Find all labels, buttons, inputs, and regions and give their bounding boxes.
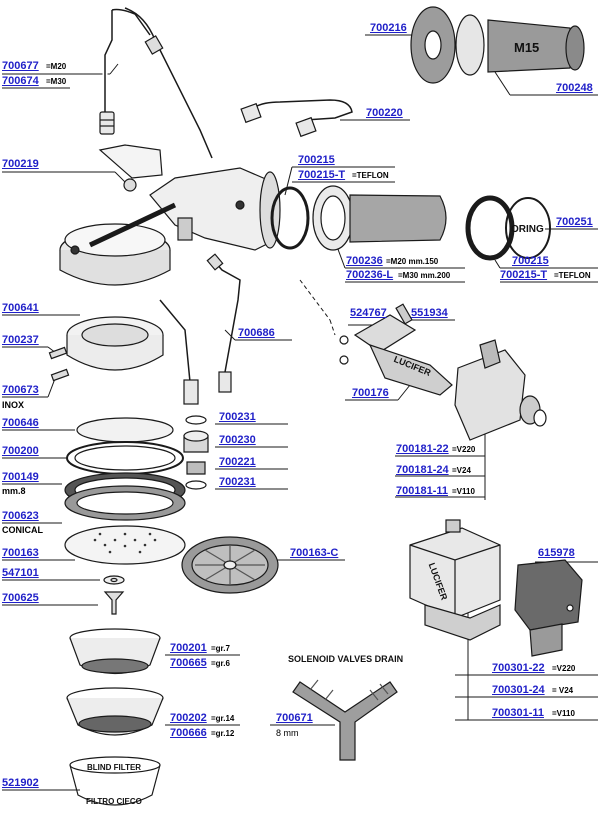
part-label[interactable]: 700215: [298, 154, 335, 166]
part-note: =V110: [452, 487, 475, 496]
part-note: =gr.14: [211, 714, 235, 723]
drain-title: SOLENOID VALVES DRAIN: [288, 654, 403, 664]
part-note: 8 mm: [276, 728, 299, 738]
part-label[interactable]: 700236-L: [346, 269, 394, 281]
part-note: =TEFLON: [554, 271, 591, 280]
part-note: =gr.6: [211, 659, 230, 668]
part-label[interactable]: 700163-C: [290, 547, 339, 559]
part-label[interactable]: 700623: [2, 510, 39, 522]
part-label[interactable]: 700666: [170, 727, 207, 739]
steam-pipe-drawing: [99, 7, 213, 159]
part-label[interactable]: 551934: [411, 307, 448, 319]
part-label[interactable]: 700646: [2, 417, 39, 429]
part-label[interactable]: 700251: [556, 216, 593, 228]
part-note: mm.8: [2, 486, 26, 496]
part-label[interactable]: 700149: [2, 471, 39, 483]
part-label[interactable]: 700181-11: [396, 485, 448, 497]
nuts-drawing: [183, 415, 209, 490]
part-label[interactable]: 615978: [538, 547, 575, 559]
part-label[interactable]: 700665: [170, 657, 207, 669]
filter-stack-drawing: [64, 417, 186, 615]
part-note: =M20 mm.150: [386, 257, 439, 266]
part-note: = V24: [552, 686, 574, 695]
part-note: =gr.12: [211, 729, 235, 738]
part-label[interactable]: 700221: [219, 456, 256, 468]
part-label[interactable]: 700231: [219, 411, 256, 423]
part-label[interactable]: 700202: [170, 712, 207, 724]
part-label[interactable]: 547101: [2, 567, 39, 579]
part-note: =V24: [452, 466, 471, 475]
part-label[interactable]: 700215-T: [298, 169, 346, 181]
part-label[interactable]: 700181-24: [396, 464, 449, 476]
blind-filter-marking: BLIND FILTER: [87, 763, 141, 772]
oring-drawing: ORING: [465, 195, 551, 261]
part-label[interactable]: 700673: [2, 384, 39, 396]
part-note: =M20: [46, 62, 67, 71]
part-label[interactable]: 700163: [2, 547, 39, 559]
part-note: =M30: [46, 77, 67, 86]
solenoid-valve-drawing: LUCIFER: [339, 303, 547, 441]
filter-baskets-drawing: BLIND FILTER FILTRO CIECO: [66, 628, 164, 806]
part-label[interactable]: 700301-11: [492, 707, 544, 719]
part-label[interactable]: 700176: [352, 387, 389, 399]
part-label[interactable]: 700216: [370, 22, 407, 34]
part-label[interactable]: 700215-T: [500, 269, 548, 281]
part-label[interactable]: 700231: [219, 476, 256, 488]
part-label[interactable]: 700220: [366, 107, 403, 119]
part-label[interactable]: 700686: [238, 327, 275, 339]
part-note: =M30 mm.200: [398, 271, 451, 280]
small-tube-drawing: [159, 253, 241, 405]
part-label[interactable]: 700181-22: [396, 443, 449, 455]
part-label[interactable]: 700200: [2, 445, 39, 457]
part-label[interactable]: 700219: [2, 158, 39, 170]
group-head-drawing: [59, 144, 281, 286]
part-label[interactable]: 700641: [2, 302, 39, 314]
part-label[interactable]: 700671: [276, 712, 313, 724]
part-label[interactable]: 700625: [2, 592, 39, 604]
drain-y-fitting-drawing: SOLENOID VALVES DRAIN: [288, 654, 403, 761]
part-label[interactable]: 700248: [556, 82, 593, 94]
part-note: =gr.7: [211, 644, 230, 653]
part-label[interactable]: 700677: [2, 60, 39, 72]
part-label[interactable]: 700237: [2, 334, 39, 346]
part-note: =V220: [552, 664, 576, 673]
part-note: =V110: [552, 709, 575, 718]
part-label[interactable]: 524767: [350, 307, 387, 319]
group-gasket-ring-drawing: [66, 316, 164, 371]
part-label[interactable]: 700230: [219, 434, 256, 446]
part-label[interactable]: 521902: [2, 777, 39, 789]
part-note: =TEFLON: [352, 171, 389, 180]
teflon-gaskets-drawing: [270, 185, 447, 251]
part-label[interactable]: 700301-24: [492, 684, 545, 696]
shower-plate-drawing: [181, 536, 279, 594]
part-label[interactable]: 700215: [512, 255, 549, 267]
part-note: =V220: [452, 445, 476, 454]
screws-drawing: [48, 346, 70, 382]
bottom-solenoid-valve-drawing: LUCIFER: [409, 519, 583, 657]
part-label[interactable]: 700236: [346, 255, 383, 267]
m15-cone-drawing: M15: [410, 6, 585, 84]
m15-marking: M15: [514, 40, 539, 55]
part-note: INOX: [2, 400, 25, 410]
leader-lines: [2, 34, 598, 791]
part-label[interactable]: 700301-22: [492, 662, 545, 674]
part-label[interactable]: 700201: [170, 642, 207, 654]
part-label[interactable]: 700674: [2, 75, 39, 87]
filtro-cieco-marking: FILTRO CIECO: [86, 797, 142, 806]
connector-pipe-drawing: [240, 99, 353, 138]
oring-marking: ORING: [511, 224, 544, 235]
part-note: CONICAL: [2, 525, 43, 535]
